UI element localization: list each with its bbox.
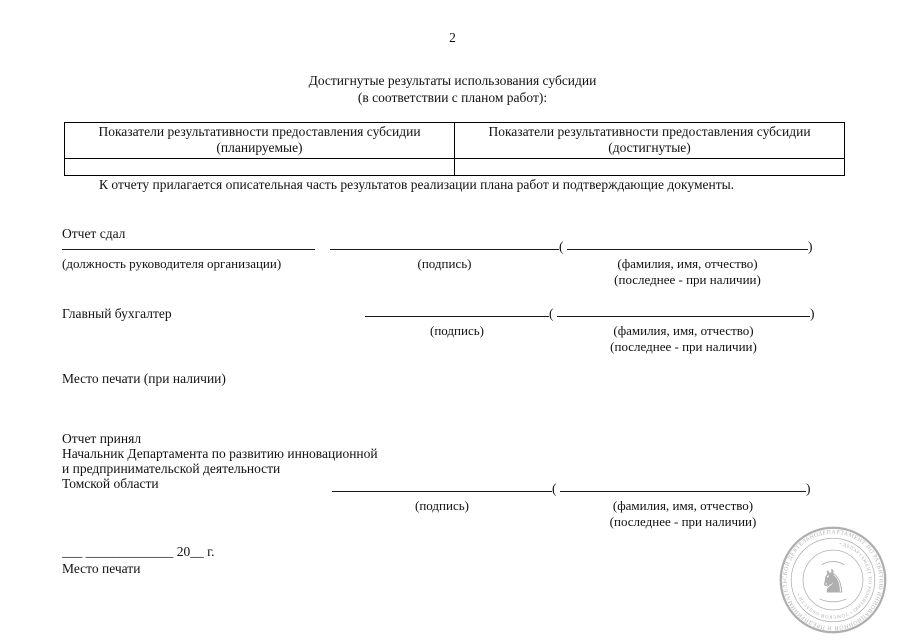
signature-line xyxy=(330,238,559,250)
date-line: ___ _____________ 20__ г. xyxy=(62,544,215,559)
stamp-place-optional-label: Место печати (при наличии) xyxy=(62,371,226,386)
paren-close: ) xyxy=(810,306,815,321)
table-cell-planned-value xyxy=(64,157,455,176)
full-name-caption: (фамилия, имя, отчество) xyxy=(617,256,758,271)
table-header-row: Показатели результативности предоставлен… xyxy=(64,122,845,159)
paren-close: ) xyxy=(806,481,811,496)
full-name-note-caption: (последнее - при наличии) xyxy=(614,272,761,287)
seal-emblem-flourish xyxy=(819,561,847,603)
stamp-place-label: Место печати xyxy=(62,561,141,576)
full-name-note-caption: (последнее - при наличии) xyxy=(609,514,757,529)
page-title-line1: Достигнутые результаты использования суб… xyxy=(308,73,597,88)
page-title-line2: (в соответствии с планом работ): xyxy=(357,90,548,105)
full-name-line xyxy=(567,238,808,250)
position-signature-line xyxy=(62,238,315,250)
full-name-line xyxy=(560,480,806,492)
paren-open: ( xyxy=(559,239,564,254)
report-accepted-line2: и предпринимательской деятельности xyxy=(62,461,281,476)
official-round-seal: ДЕПАРТАМЕНТ ПО РАЗВИТИЮ ИННОВАЦИОННОЙ И … xyxy=(776,523,890,637)
report-accepted-line3: Томской области xyxy=(62,476,159,491)
seal-inner-circle xyxy=(802,549,864,611)
table-header-planned: Показатели результативности предоставлен… xyxy=(64,122,455,159)
table-cell-achieved-value xyxy=(454,157,845,176)
table-header-planned-line2: (планируемые) xyxy=(216,139,303,155)
table-empty-row xyxy=(64,157,845,176)
signature-caption: (подпись) xyxy=(415,498,469,513)
chief-accountant-label: Главный бухгалтер xyxy=(62,306,172,321)
report-accepted-label: Отчет принял xyxy=(62,431,142,446)
table-header-achieved-line2: (достигнутые) xyxy=(608,139,691,155)
results-table: Показатели результативности предоставлен… xyxy=(64,122,845,176)
signature-caption: (подпись) xyxy=(430,323,484,338)
paren-open: ( xyxy=(552,481,557,496)
full-name-line xyxy=(557,305,810,317)
signature-line xyxy=(365,305,549,317)
report-accepted-line1: Начальник Департамента по развитию иннов… xyxy=(62,446,378,461)
page-number: 2 xyxy=(449,30,456,45)
paren-open: ( xyxy=(549,306,554,321)
position-caption: (должность руководителя организации) xyxy=(62,256,282,271)
report-submitted-label: Отчет сдал xyxy=(62,226,126,241)
signature-line xyxy=(332,480,552,492)
full-name-caption: (фамилия, имя, отчество) xyxy=(612,498,754,513)
signature-caption: (подпись) xyxy=(417,256,472,271)
full-name-note-caption: (последнее - при наличии) xyxy=(610,339,757,354)
seal-outer-circle xyxy=(779,526,887,634)
table-header-achieved-line1: Показатели результативности предоставлен… xyxy=(488,124,811,139)
full-name-caption: (фамилия, имя, отчество) xyxy=(613,323,754,338)
seal-emblem-horse-icon: ♞ xyxy=(819,562,848,600)
note-text: К отчету прилагается описательная часть … xyxy=(99,177,735,192)
table-header-planned-line1: Показатели результативности предоставлен… xyxy=(98,124,421,139)
paren-close: ) xyxy=(808,239,813,254)
table-header-achieved: Показатели результативности предоставлен… xyxy=(454,122,845,159)
seal-mid-circle xyxy=(790,537,876,623)
